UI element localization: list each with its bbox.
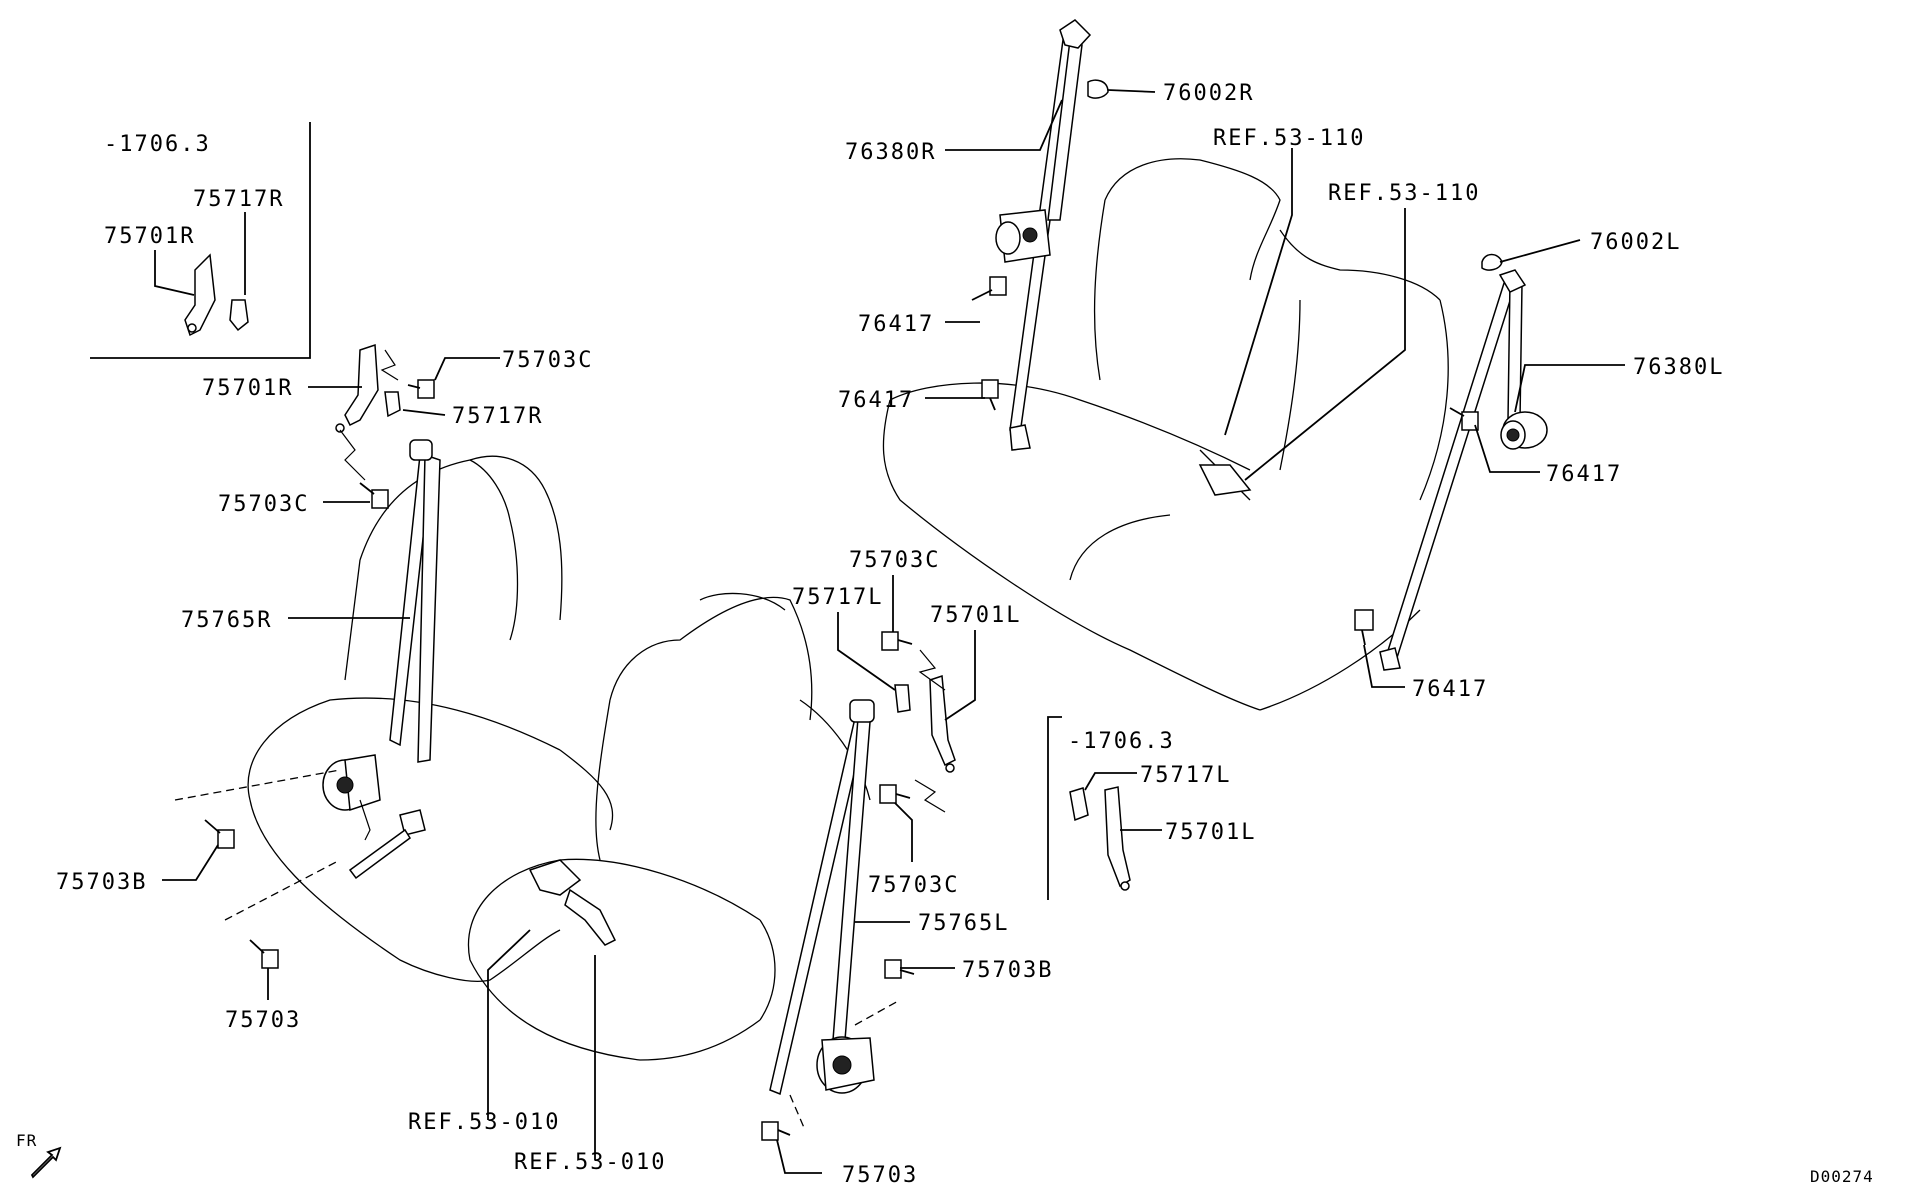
bolt-75703c-lower <box>359 482 389 509</box>
bolt-76417-rear-left-upper <box>1449 407 1479 431</box>
callout-label: 76380L <box>1633 355 1724 380</box>
callout-label: REF.53-110 <box>1328 181 1480 206</box>
callout-label: -1706.3 <box>1068 729 1175 754</box>
callout-label: 75703 <box>842 1163 918 1187</box>
bolt-75703c-left-lower <box>879 784 911 804</box>
anchor-bracket-right-inset <box>184 253 216 337</box>
callout-label: 75717L <box>1140 763 1231 788</box>
retractor-rear-left-icon <box>1500 411 1548 450</box>
bolt-75703c-upper <box>407 379 435 399</box>
inset-box-left <box>1047 716 1131 900</box>
retractor-rear-right-icon <box>995 209 1051 263</box>
bolt-75703b-right <box>204 819 235 849</box>
drawing-code: D00274 <box>1810 1167 1874 1186</box>
callout-label: 75701R <box>202 376 293 401</box>
bolt-75703c-left-upper <box>881 631 913 651</box>
callout-label: 75765R <box>181 608 272 633</box>
callout-label: -1706.3 <box>104 132 211 157</box>
retractor-left-icon <box>816 1036 875 1094</box>
callout-label: 75703C <box>502 348 593 373</box>
callout-label: 75701L <box>1165 820 1256 845</box>
bolt-76417-rear-left-lower <box>1354 609 1374 646</box>
callout-label: 76002R <box>1163 81 1254 106</box>
callout-label: 76417 <box>1412 677 1488 702</box>
callout-labels: -1706.3 75717R 75701R 75703C 75701R 7571… <box>16 81 1874 1187</box>
front-direction-marker <box>30 1146 62 1179</box>
front-left-belt <box>528 631 956 1141</box>
callout-label: 75703B <box>962 958 1053 983</box>
shoulder-adjuster-right <box>335 343 401 433</box>
front-right-seat <box>247 455 614 982</box>
cap-76002l-icon <box>1481 253 1503 271</box>
anchor-clip-left-inset <box>1069 787 1089 822</box>
callout-label: 75765L <box>918 911 1009 936</box>
callout-label: 75703C <box>849 548 940 573</box>
callout-label: 76417 <box>858 312 934 337</box>
anchor-clip-right-inset <box>229 299 249 332</box>
callout-label: 75703C <box>218 492 309 517</box>
callout-label: 76417 <box>1546 462 1622 487</box>
callout-label: REF.53-010 <box>408 1110 560 1135</box>
shoulder-adjuster-left <box>894 674 956 773</box>
bolt-75703-right <box>249 939 279 969</box>
anchor-bracket-left-inset <box>1104 786 1131 891</box>
cap-76002r-icon <box>1087 79 1109 99</box>
callout-label: 75703B <box>56 870 147 895</box>
callout-label: 75703 <box>225 1008 301 1033</box>
callout-label: 76380R <box>845 140 936 165</box>
bolt-75703b-left <box>884 959 915 979</box>
bolt-76417-rear-right-lower <box>981 379 999 411</box>
callout-label: 75701L <box>930 603 1021 628</box>
inset-box-right <box>90 122 311 359</box>
front-left-seat <box>467 592 871 1061</box>
rear-right-belt <box>971 19 1109 451</box>
buckle-left-icon <box>528 859 617 946</box>
callout-label: 75717R <box>452 404 543 429</box>
callout-label: 75717R <box>193 187 284 212</box>
callout-label: 75717L <box>792 585 883 610</box>
rear-left-belt <box>1354 253 1548 671</box>
callout-label: 76002L <box>1590 230 1681 255</box>
retractor-right-icon <box>322 754 381 841</box>
bolt-75703-left <box>761 1121 791 1141</box>
front-marker-label: FR <box>16 1131 37 1150</box>
front-right-belt <box>174 343 441 969</box>
callout-label: 75701R <box>104 224 195 249</box>
callout-label: REF.53-010 <box>514 1150 666 1175</box>
callout-label: 75703C <box>868 873 959 898</box>
callout-label: 76417 <box>838 388 914 413</box>
callout-label: REF.53-110 <box>1213 126 1365 151</box>
buckle-right-icon <box>348 809 426 880</box>
leader-lines <box>162 89 1625 1174</box>
bolt-76417-rear-right-upper <box>971 276 1007 301</box>
